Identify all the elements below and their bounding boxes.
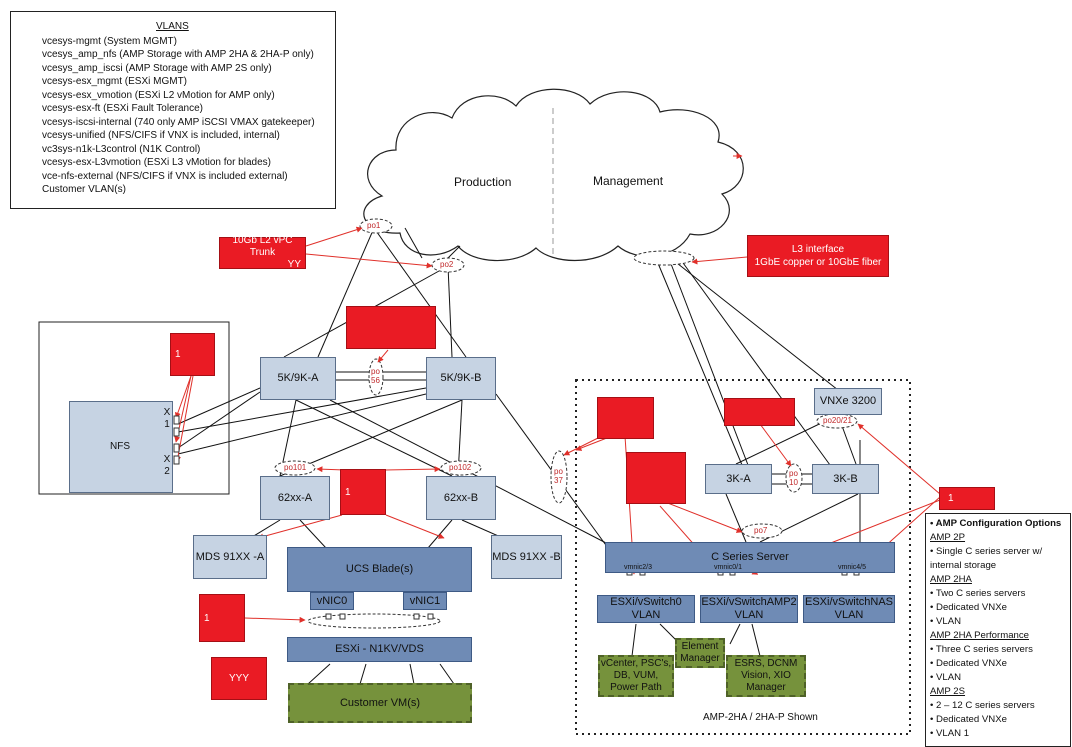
l3-callout-line1: L3 interface bbox=[791, 244, 845, 255]
esrs-vm: ESRS, DCNM Vision, XIO Manager bbox=[726, 655, 806, 697]
vlan-item: vcesys-esx-ft (ESXi Fault Tolerance) bbox=[42, 103, 203, 114]
amp-group-item: VLAN bbox=[930, 671, 1067, 685]
amp-group-item: Two C series servers bbox=[930, 587, 1067, 601]
port-label-po101: po101 bbox=[284, 463, 307, 472]
port-label-po56: po 56 bbox=[371, 367, 380, 385]
switch-5k9k-a: 5K/9K-A bbox=[260, 357, 336, 400]
amp-group-item: VLAN bbox=[930, 615, 1067, 629]
fabric-interconnect-b: 62xx-B bbox=[426, 476, 496, 520]
redacted-callout bbox=[724, 398, 795, 426]
vswitch0-vlan: ESXi/vSwitch0 VLAN bbox=[597, 595, 695, 623]
amp-group-item: Single C series server w/ internal stora… bbox=[930, 545, 1067, 573]
port-label-vmnic23: vmnic2/3 bbox=[624, 564, 653, 571]
vlan-item: vcesys-esx_mgmt (ESXi MGMT) bbox=[42, 76, 188, 87]
amp-group-name: AMP 2HA Performance bbox=[930, 630, 1030, 641]
management-label: Management bbox=[593, 174, 664, 188]
vlan-item: vcesys-unified (NFS/CIFS if VNX is inclu… bbox=[42, 130, 280, 141]
amp-group-item: Three C series servers bbox=[930, 643, 1067, 657]
vlan-item: vcesys-iscsi-internal (740 only AMP iSCS… bbox=[42, 116, 315, 128]
vlan-legend: VLANS vcesys-mgmt (System MGMT) vcesys_a… bbox=[10, 11, 336, 209]
vcenter-vm: vCenter, PSC's, DB, VUM, Power Path bbox=[598, 655, 674, 697]
redacted-callout bbox=[626, 452, 686, 504]
switch-3k-b: 3K-B bbox=[812, 464, 879, 494]
port-label-vmnic01: vmnic0/1 bbox=[714, 564, 743, 571]
callout-one-fi: 1 bbox=[340, 469, 386, 515]
mds-switch-b: MDS 91XX -B bbox=[491, 535, 562, 579]
c-series-server: C Series Server bbox=[605, 542, 895, 573]
vlan-item: vcesys-esx_vmotion (ESXi L2 vMotion for … bbox=[42, 89, 275, 101]
vlan-item: vcesys-mgmt (System MGMT) bbox=[42, 35, 177, 47]
nfs-port-x1: X 1 bbox=[163, 407, 171, 430]
port-label-po7: po7 bbox=[754, 526, 768, 535]
vlan-item: vc3sys-n1k-L3control (N1K Control) bbox=[42, 143, 201, 155]
callout-one-amp: 1 bbox=[939, 487, 995, 510]
vlan-legend-title: VLANS bbox=[156, 21, 189, 32]
callout-one-vnic: 1 bbox=[199, 594, 245, 642]
yyy-callout: YYY bbox=[211, 657, 267, 700]
element-manager-vm: Element Manager bbox=[675, 638, 725, 668]
vlan-item: vcesys_amp_nfs (AMP Storage with AMP 2HA… bbox=[42, 49, 314, 60]
amp-group-name: AMP 2HA bbox=[930, 574, 972, 585]
vlan-item: vce-nfs-external (NFS/CIFS if VNX is inc… bbox=[42, 170, 288, 182]
esxi-n1kv-vds: ESXi - N1KV/VDS bbox=[287, 637, 472, 662]
port-label-po10: po 10 bbox=[789, 469, 798, 487]
amp-config-options: AMP Configuration Options AMP 2P Single … bbox=[925, 513, 1071, 747]
callout-one-nfs: 1 bbox=[170, 333, 215, 376]
amp-group-name: AMP 2S bbox=[930, 686, 966, 697]
amp-options-title: AMP Configuration Options bbox=[930, 517, 1067, 531]
port-label-po102: po102 bbox=[449, 463, 472, 472]
trunk-callout-label: 10Gb L2 vPC Trunk bbox=[232, 235, 293, 258]
switch-3k-a: 3K-A bbox=[705, 464, 772, 494]
nfs-label: NFS bbox=[110, 441, 130, 452]
trunk-callout-suffix: YY bbox=[287, 259, 301, 270]
production-label: Production bbox=[454, 175, 512, 189]
vlan-item: vcesys-esx-L3vmotion (ESXi L3 vMotion fo… bbox=[42, 157, 271, 168]
port-label-po1: po1 bbox=[367, 221, 381, 230]
vnic1: vNIC1 bbox=[403, 592, 447, 610]
l3-callout-line2: 1GbE copper or 10GbE fiber bbox=[754, 257, 882, 268]
port-label-po2021: po20/21 bbox=[823, 416, 852, 425]
vnxe-3200: VNXe 3200 bbox=[814, 388, 882, 415]
vlan-item: vcesys_amp_iscsi (AMP Storage with AMP 2… bbox=[42, 62, 272, 74]
amp-group-item: Dedicated VNXe bbox=[930, 657, 1067, 671]
switch-5k9k-b: 5K/9K-B bbox=[426, 357, 496, 400]
amp-group-item: 2 – 12 C series servers bbox=[930, 699, 1067, 713]
redacted-callout bbox=[346, 306, 436, 349]
ucs-blade: UCS Blade(s) bbox=[287, 547, 472, 592]
fabric-interconnect-a: 62xx-A bbox=[260, 476, 330, 520]
mds-switch-a: MDS 91XX -A bbox=[193, 535, 267, 579]
customer-vm: Customer VM(s) bbox=[288, 683, 472, 723]
port-label-po37: po 37 bbox=[554, 467, 563, 485]
l3-interface-callout: L3 interface 1GbE copper or 10GbE fiber bbox=[747, 235, 889, 277]
trunk-callout: 10Gb L2 vPC Trunk YY bbox=[219, 235, 306, 270]
vnic0: vNIC0 bbox=[310, 592, 354, 610]
amp-group-name: AMP 2P bbox=[930, 532, 966, 543]
nfs-port-x2: X 2 bbox=[163, 454, 171, 477]
nfs-array bbox=[69, 401, 173, 493]
amp-group-item: Dedicated VNXe bbox=[930, 601, 1067, 615]
redacted-callout bbox=[597, 397, 654, 439]
amp-group-item: VLAN 1 bbox=[930, 727, 1067, 741]
amp-group-item: Dedicated VNXe bbox=[930, 713, 1067, 727]
network-cloud bbox=[363, 88, 744, 262]
port-label-po2: po2 bbox=[440, 260, 454, 269]
vlan-item: Customer VLAN(s) bbox=[42, 184, 126, 195]
amp-region bbox=[575, 379, 911, 735]
vswitch-amp2-vlan: ESXi/vSwitchAMP2 VLAN bbox=[700, 595, 798, 623]
vswitch-nas-vlan: ESXi/vSwitchNAS VLAN bbox=[803, 595, 895, 623]
amp-caption: AMP-2HA / 2HA-P Shown bbox=[703, 712, 818, 723]
port-label-vmnic45: vmnic4/5 bbox=[838, 564, 867, 571]
